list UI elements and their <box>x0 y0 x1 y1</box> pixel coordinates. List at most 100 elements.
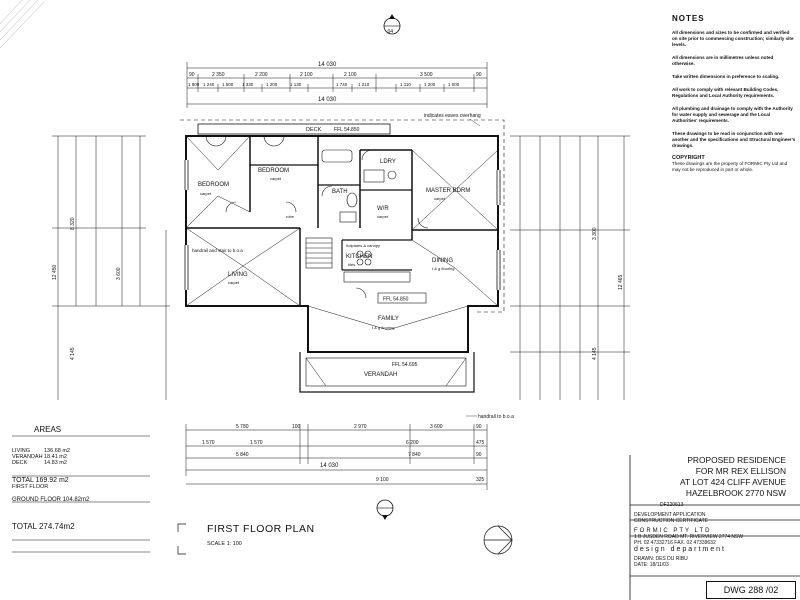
areas-title: AREAS <box>34 425 62 434</box>
firm-address: 1 B JUSDEN ROAD MT. RIVERVIEW 2774 NSW <box>634 533 744 540</box>
firm-phone: PH. 02 47332716 FAX. 02 47339632 <box>634 539 716 546</box>
room-master-finish: carpet <box>434 196 446 201</box>
windows <box>184 160 501 290</box>
svg-text:1 240: 1 240 <box>203 82 215 87</box>
svg-text:3 500: 3 500 <box>420 72 433 78</box>
room-dining-finish: t & g flooring <box>432 266 454 271</box>
left-dimension-labels: 12 450 8 320 4 145 3 600 <box>52 217 122 360</box>
room-master-name: MASTER BDRM <box>426 188 470 194</box>
stair <box>305 237 333 269</box>
dim-left-b: 4 145 <box>70 347 76 360</box>
note-eaves: indicates eaves overhang <box>424 113 481 119</box>
room-family-finish: t & g flooring <box>372 325 394 330</box>
area-row-living: LIVING 136.68 m2 <box>12 448 70 454</box>
firm-name: FORMIC PTY LTD <box>634 527 712 534</box>
title-block-borders <box>629 455 800 600</box>
room-bedroom2-name: BEDROOM <box>258 168 289 174</box>
note-4: All work to comply with relevant Buildin… <box>672 87 779 98</box>
room-kitchen-finish: tiles <box>348 262 355 267</box>
dim-right-a: 3 300 <box>592 227 598 240</box>
area-total: TOTAL 274.74m2 <box>12 522 75 531</box>
copyright-text: These drawings are the property of FORMI… <box>672 161 788 172</box>
room-family-name: FAMILY <box>378 316 399 322</box>
dim-right-overall: 12 465 <box>618 274 624 290</box>
note-handrail-boa: handrail to b.o.a <box>478 414 514 420</box>
roof-hip-lines <box>185 135 499 331</box>
dim-left-a: 8 320 <box>70 217 76 230</box>
svg-text:1 000: 1 000 <box>448 82 460 87</box>
room-verandah-name: VERANDAH <box>364 372 397 378</box>
kitchen-fixtures <box>343 250 411 283</box>
drawing-date: DATE: 18/11/03 <box>634 562 669 569</box>
plan-title: FIRST FLOOR PLAN <box>207 523 315 535</box>
firm-department: design department <box>634 546 726 554</box>
bottom-dimensions <box>185 424 488 490</box>
drawn-by: DRAWN: DES DU RIBU <box>634 556 688 563</box>
north-arrow-icon <box>483 525 513 555</box>
svg-text:5 840: 5 840 <box>236 452 249 458</box>
ffl-mid: FFL 54.850 <box>383 297 409 303</box>
development-application: DEVELOPMENT APPLICATION <box>634 512 706 519</box>
svg-text:3 600: 3 600 <box>430 424 443 430</box>
svg-text:1 200: 1 200 <box>266 82 278 87</box>
area-row-verandah: VERANDAH 18.41 m2 <box>12 454 67 460</box>
notes-panel: NOTES All dimensions and sizes to be con… <box>672 14 796 173</box>
section-marker-top: 04 <box>383 14 401 35</box>
room-bedroom-name: BEDROOM <box>198 182 229 188</box>
note-6: These drawings to be read in conjunction… <box>672 131 796 148</box>
note-handrail-stair: handrail and stair to b.o.a <box>192 248 243 253</box>
dim-top-chain-1: 90 2 350 2 200 2 100 2 100 3 500 90 <box>189 72 482 78</box>
copyright-title: COPYRIGHT <box>672 155 705 161</box>
room-living-name: LIVING <box>228 272 248 278</box>
room-bath-name: BATH <box>332 189 348 195</box>
svg-text:6 200: 6 200 <box>406 440 419 446</box>
ffl-top: FFL 54.850 <box>334 127 360 133</box>
room-labels: BEDROOM carpet BEDROOM carpet BATH LDRY … <box>198 127 470 378</box>
scan-noise <box>0 0 45 49</box>
dim-top-chain-2: 1 800 1 240 1 500 1 330 1 200 1 130 1 74… <box>188 82 460 87</box>
svg-text:1 200: 1 200 <box>424 82 436 87</box>
notes-title: NOTES <box>672 14 705 23</box>
svg-text:7 840: 7 840 <box>408 452 421 458</box>
dim-right-b: 4 145 <box>592 347 598 360</box>
section-ref-top: 04 <box>388 29 394 35</box>
room-bedroom2-finish: carpet <box>270 176 282 181</box>
project-line-4: HAZELBROOK 2770 NSW <box>685 488 786 498</box>
areas-table: AREAS LIVING 136.68 m2 VERANDAH 18.41 m2… <box>12 425 152 531</box>
ffl-bottom: FFL 54.695 <box>392 362 418 368</box>
svg-text:1 570: 1 570 <box>202 440 215 446</box>
plan-title-corners <box>177 523 186 555</box>
svg-text:1 110: 1 110 <box>400 82 411 87</box>
top-dimensions <box>186 62 488 108</box>
svg-text:9 100: 9 100 <box>376 477 389 483</box>
plan-scale: SCALE 1: 100 <box>207 541 242 547</box>
svg-text:90: 90 <box>476 72 482 78</box>
door-swings <box>205 135 429 299</box>
svg-text:2 350: 2 350 <box>212 72 225 78</box>
building-walls <box>180 119 505 393</box>
dim-top-overall: 14 030 <box>318 62 337 68</box>
project-line-3: AT LOT 424 CLIFF AVENUE <box>680 477 786 487</box>
room-wir-name: W/R <box>377 206 389 212</box>
construction-certificate: CONSTRUCTION CERTIFICATE <box>634 518 708 525</box>
room-bedroom-finish: carpet <box>200 191 212 196</box>
room-kitchen-name: KITCHEN <box>346 254 372 260</box>
title-block: PROPOSED RESIDENCE FOR MR REX ELLISON AT… <box>620 455 796 599</box>
svg-text:90: 90 <box>476 452 482 458</box>
area-total-first: TOTAL 169.92 m2 <box>12 477 69 484</box>
plan-annotations: indicates eaves overhang FFL 54.850 FFL … <box>192 113 514 420</box>
project-line-2: FOR MR REX ELLISON <box>695 466 786 476</box>
note-3: Take written dimensions in preference to… <box>672 74 780 79</box>
room-living-finish: carpet <box>228 280 240 285</box>
project-line-1: PROPOSED RESIDENCE <box>687 455 786 465</box>
svg-text:1 330: 1 330 <box>242 82 254 87</box>
dim-top-overall-2: 14 030 <box>318 97 337 103</box>
svg-text:1 500: 1 500 <box>222 82 234 87</box>
svg-text:2 100: 2 100 <box>344 72 357 78</box>
dim-left-c: 3 600 <box>116 267 122 280</box>
area-first-floor-label: FIRST FLOOR <box>12 484 49 490</box>
note-robe: robe <box>286 214 295 219</box>
dim-left-overall: 12 450 <box>52 264 58 280</box>
job-number: DF220613 <box>660 502 684 508</box>
